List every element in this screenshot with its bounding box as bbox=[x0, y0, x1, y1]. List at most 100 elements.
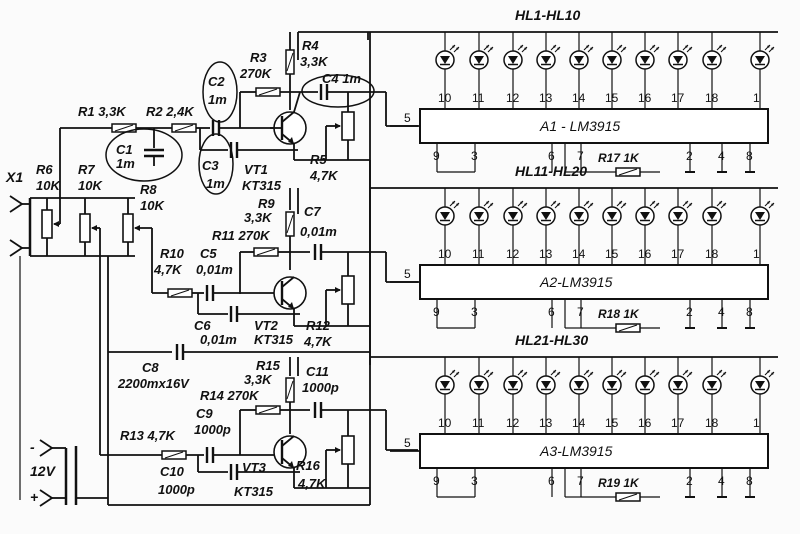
led-group-label: HL21-HL30 bbox=[515, 332, 588, 348]
led-icon bbox=[750, 200, 775, 245]
led-icon bbox=[569, 44, 594, 89]
vt3-label: VT3 bbox=[242, 460, 267, 475]
ic-pin-label: 14 bbox=[572, 416, 586, 430]
ic-pin-label: 13 bbox=[539, 247, 553, 261]
c10-label: C10 bbox=[160, 464, 185, 479]
r9-value: 3,3K bbox=[244, 210, 273, 225]
ic-pin-label: 6 bbox=[548, 305, 555, 319]
ic-pin-label: 8 bbox=[746, 305, 753, 319]
r11-label: R11 270K bbox=[212, 228, 271, 243]
c11-label: C11 bbox=[306, 364, 329, 379]
ic-pin-label: 11 bbox=[472, 416, 485, 430]
vt2-label: VT2 bbox=[254, 318, 279, 333]
led-icon bbox=[435, 44, 460, 89]
led-group-label: HL1-HL10 bbox=[515, 7, 581, 23]
ic-label: A1 - LM3915 bbox=[539, 118, 620, 134]
x1-label: X1 bbox=[5, 169, 23, 185]
supply-voltage-label: 12V bbox=[30, 463, 57, 479]
component-labels: X1 R6 10K R7 10K R8 10K R1 3,3K R2 2,4K … bbox=[5, 38, 361, 505]
ic-pin-label: 16 bbox=[638, 416, 652, 430]
ic-pin-label: 6 bbox=[548, 149, 555, 163]
resistor-label: R18 1K bbox=[598, 307, 640, 321]
r3-value: 270K bbox=[239, 66, 273, 81]
resistor-icon bbox=[615, 167, 641, 177]
led-icon bbox=[602, 44, 627, 89]
ic-pin-label: 13 bbox=[539, 416, 553, 430]
ic-pin-label: 2 bbox=[686, 149, 693, 163]
led-icon bbox=[668, 200, 693, 245]
ic-body bbox=[419, 264, 769, 300]
c2-value: 1m bbox=[208, 92, 227, 107]
ic-pin-label: 5 bbox=[404, 111, 411, 125]
ic-pin-label: 11 bbox=[472, 91, 485, 105]
ic-pin-label: 1 bbox=[753, 416, 760, 430]
ic-pin-label: 18 bbox=[705, 416, 719, 430]
c8-value: 2200mx16V bbox=[117, 376, 190, 391]
c1-label: C1 bbox=[116, 142, 133, 157]
r8-value: 10K bbox=[140, 198, 165, 213]
c4-label: C4 1m bbox=[322, 71, 361, 86]
ic-pin-label: 2 bbox=[686, 305, 693, 319]
ic-label: A3-LM3915 bbox=[539, 443, 613, 459]
ic-pin-label: 13 bbox=[539, 91, 553, 105]
vt3-value: KT315 bbox=[234, 484, 274, 499]
led-icon bbox=[602, 369, 627, 414]
ic-pin-label: 17 bbox=[671, 247, 685, 261]
r2-label: R2 2,4K bbox=[146, 104, 195, 119]
led-icon bbox=[536, 200, 561, 245]
resistor-icon bbox=[615, 323, 641, 333]
r15-label: R15 bbox=[256, 358, 281, 373]
led-icon bbox=[668, 369, 693, 414]
ic-pin-label: 14 bbox=[572, 91, 586, 105]
ic-pin-label: 7 bbox=[577, 149, 584, 163]
led-icon bbox=[702, 200, 727, 245]
r12-value: 4,7K bbox=[303, 334, 333, 349]
ic-pin-label: 6 bbox=[548, 474, 555, 488]
ic-pin-label: 9 bbox=[433, 149, 440, 163]
r4-label: R4 bbox=[302, 38, 319, 53]
ic-pin-label: 12 bbox=[506, 247, 520, 261]
c7-label: C7 bbox=[304, 204, 321, 219]
led-icon bbox=[435, 369, 460, 414]
r15-value: 3,3K bbox=[244, 372, 273, 387]
ic-pin-label: 16 bbox=[638, 91, 652, 105]
c1-value: 1m bbox=[116, 156, 135, 171]
r7-value: 10K bbox=[78, 178, 103, 193]
c10-value: 1000p bbox=[158, 482, 195, 497]
led-icon bbox=[469, 200, 494, 245]
ic-pin-label: 10 bbox=[438, 416, 452, 430]
led-icon bbox=[602, 200, 627, 245]
r10-value: 4,7K bbox=[153, 262, 183, 277]
r4-value: 3,3K bbox=[300, 54, 329, 69]
ic-pin-label: 2 bbox=[686, 474, 693, 488]
led-icon bbox=[702, 369, 727, 414]
led-icon bbox=[469, 369, 494, 414]
vt1-value: KT315 bbox=[242, 178, 282, 193]
led-icon bbox=[569, 369, 594, 414]
led-icon bbox=[536, 44, 561, 89]
led-icon bbox=[750, 369, 775, 414]
led-icon bbox=[635, 44, 660, 89]
c3-label: C3 bbox=[202, 158, 219, 173]
vt2-value: KT315 bbox=[254, 332, 294, 347]
resistor-icon bbox=[615, 492, 641, 502]
ic-body bbox=[419, 433, 769, 469]
r5-label: R5 bbox=[310, 152, 327, 167]
ic-pin-label: 18 bbox=[705, 247, 719, 261]
ic-pin-label: 7 bbox=[577, 474, 584, 488]
input-section bbox=[9, 31, 778, 507]
ic-pin-label: 15 bbox=[605, 416, 619, 430]
r5-value: 4,7K bbox=[309, 168, 339, 183]
ic-pin-label: 15 bbox=[605, 91, 619, 105]
r1-label: R1 3,3K bbox=[78, 104, 127, 119]
c5-label: C5 bbox=[200, 246, 217, 261]
led-icon bbox=[503, 200, 528, 245]
r13-label: R13 4,7K bbox=[120, 428, 177, 443]
r16-value: 4,7K bbox=[297, 476, 327, 491]
ic-pin-label: 11 bbox=[472, 247, 485, 261]
r7-label: R7 bbox=[78, 162, 95, 177]
ic-pin-label: 3 bbox=[471, 474, 478, 488]
